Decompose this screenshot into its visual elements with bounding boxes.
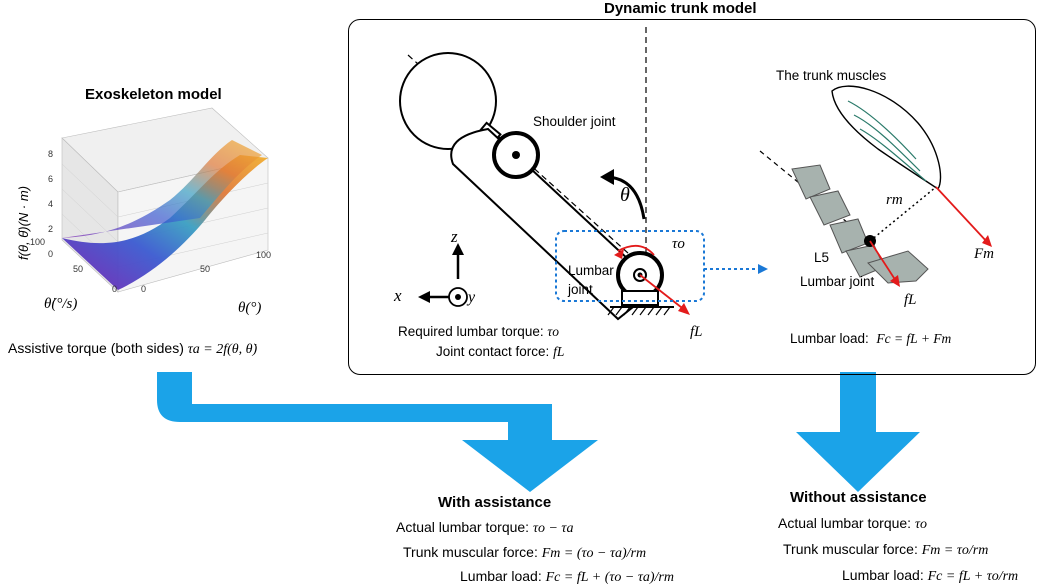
x-axis-label: θ(°) [238, 300, 262, 316]
exo-surface-plot: 8 6 4 2 0 100 50 0 0 50 100 f(θ, θ̇)(N ·… [16, 107, 271, 294]
joint-force-line: Joint contact force: fL [436, 344, 565, 359]
theta-label: θ [620, 184, 630, 206]
rm-label: rm [886, 192, 903, 208]
z-tick: 0 [48, 249, 53, 259]
y-tick: 100 [30, 237, 45, 247]
z-tick: 6 [48, 174, 53, 184]
z-axis-label: f(θ, θ̇)(N · m) [16, 186, 31, 260]
x-tick: 0 [141, 284, 146, 294]
trunk-diagram [399, 27, 992, 321]
y-axis-label: θ̇(°/s) [44, 296, 78, 312]
trunk-title: Dynamic trunk model [604, 0, 757, 17]
trunk-muscles-label: The trunk muscles [776, 68, 887, 83]
fL-label: fL [690, 324, 703, 340]
lumbar-joint-label: Lumbar joint [800, 274, 875, 289]
L5-label: L5 [814, 250, 830, 265]
tau-o-label: τo [672, 236, 685, 252]
with-load-line: Lumbar load: Fc = fL + (τo − τa)/rm [460, 568, 674, 585]
without-assistance-title: Without assistance [790, 489, 927, 506]
z-axis-label: z [451, 227, 458, 246]
required-torque-line: Required lumbar torque: τo [398, 324, 559, 339]
x-tick: 100 [256, 250, 271, 260]
with-force-line: Trunk muscular force: Fm = (τo − τa)/rm [403, 544, 647, 561]
x-axis-label: x [394, 286, 402, 305]
without-force-line: Trunk muscular force: Fm = τo/rm [783, 541, 989, 558]
with-assistance-title: With assistance [438, 494, 552, 511]
with-assistance-flow-arrow [157, 372, 598, 492]
z-tick: 2 [48, 224, 53, 234]
head-shape [399, 52, 497, 150]
fL-label-2: fL [904, 292, 917, 308]
lumbar-load-line: Lumbar load: Fc = fL + Fm [790, 331, 952, 346]
trunk-model-panel [348, 19, 1036, 375]
shoulder-joint-label: Shoulder joint [533, 114, 616, 129]
x-tick: 50 [200, 264, 210, 274]
without-assistance-flow-arrow [796, 372, 920, 492]
without-torque-line: Actual lumbar torque: τo [778, 515, 927, 532]
trunk-segment [450, 127, 660, 321]
assistive-torque-caption: Assistive torque (both sides) τa = 2f(θ,… [8, 340, 258, 357]
y-tick: 50 [73, 264, 83, 274]
exo-title: Exoskeleton model [85, 86, 222, 103]
lumbar-label-2: joint [568, 282, 593, 297]
y-tick: 0 [112, 284, 117, 294]
z-tick: 4 [48, 199, 53, 209]
lumbar-label-1: Lumbar [568, 263, 614, 278]
without-load-line: Lumbar load: Fc = fL + τo/rm [842, 567, 1019, 584]
Fm-label: Fm [974, 246, 994, 262]
with-torque-line: Actual lumbar torque: τo − τa [396, 519, 574, 536]
z-tick: 8 [48, 149, 53, 159]
y-axis-label: y [468, 289, 476, 306]
